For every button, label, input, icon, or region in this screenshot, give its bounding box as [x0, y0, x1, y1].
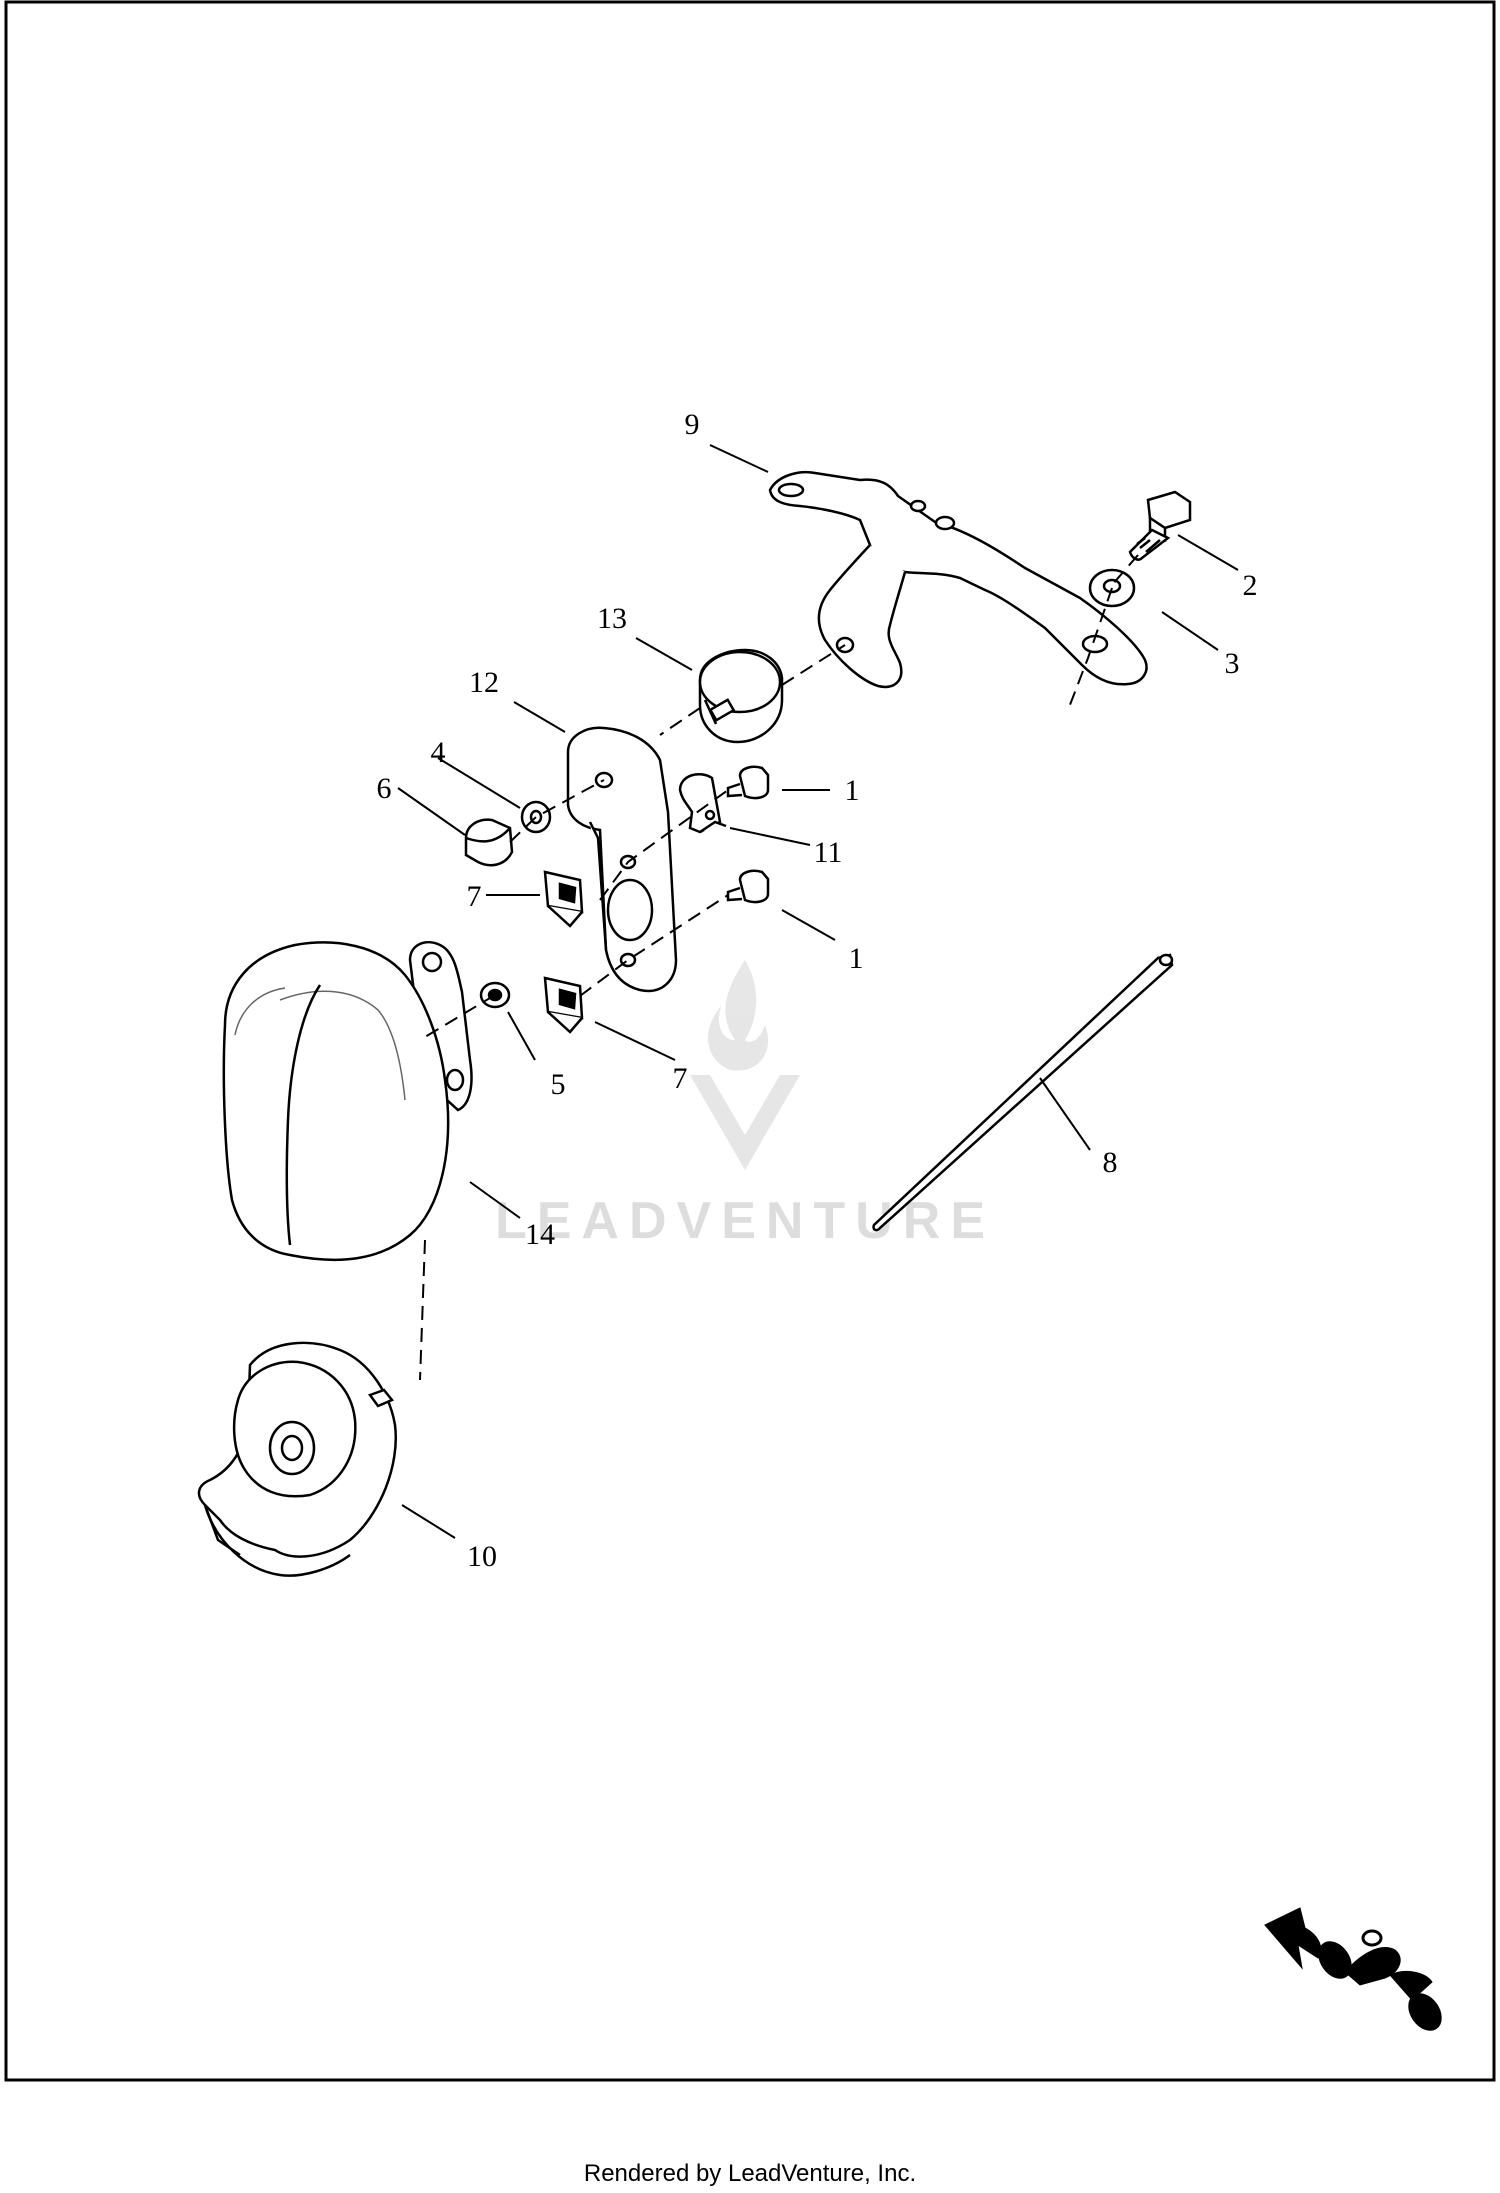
callout-1-lower: 1: [849, 942, 864, 975]
callout-4: 4: [431, 736, 446, 769]
part-6-nut: [464, 818, 514, 867]
callouts: 9 2 3 13 12 4 6 1 11 1 7 5 7 8 14 10: [377, 408, 1258, 1573]
part-7-speed-nut-lower: [543, 976, 584, 1034]
callout-7-lower: 7: [673, 1062, 688, 1095]
callout-2: 2: [1243, 569, 1258, 602]
callout-7-upper: 7: [467, 880, 482, 913]
watermark-text: LEADVENTURE: [495, 1192, 995, 1250]
part-4-washer: [520, 800, 552, 834]
callout-14: 14: [525, 1218, 555, 1251]
part-9-bracket: [768, 471, 1148, 689]
callout-9: 9: [685, 408, 700, 441]
callout-6: 6: [377, 772, 392, 805]
callout-10: 10: [467, 1540, 497, 1573]
callout-8: 8: [1103, 1146, 1118, 1179]
callout-13: 13: [597, 602, 627, 635]
part-1-screw-upper: [726, 765, 770, 800]
part-10-horn: [197, 1341, 397, 1577]
part-12-horn-bracket: [566, 726, 678, 993]
front-direction-arrow-motorcycle-icon: [1264, 1907, 1442, 2031]
footer-credit: Rendered by LeadVenture, Inc.: [583, 2160, 917, 2187]
part-13-rubber-mount: [698, 648, 784, 744]
diagram-frame: [4, 0, 1496, 2082]
leader-lines: [397, 444, 1239, 1539]
callout-5: 5: [551, 1068, 566, 1101]
assembly-lines: [419, 554, 1139, 1381]
part-11-clip: [678, 773, 727, 834]
part-1-screw-lower: [726, 869, 770, 904]
callout-11: 11: [814, 836, 843, 869]
callout-1-upper: 1: [845, 774, 860, 807]
callout-12: 12: [469, 666, 499, 699]
part-7-speed-nut-upper: [543, 870, 584, 928]
part-2-bolt: [1128, 490, 1192, 561]
callout-3: 3: [1225, 647, 1240, 680]
part-14-horn-cover: [222, 941, 473, 1262]
part-8-cable-strap: [872, 953, 1174, 1232]
